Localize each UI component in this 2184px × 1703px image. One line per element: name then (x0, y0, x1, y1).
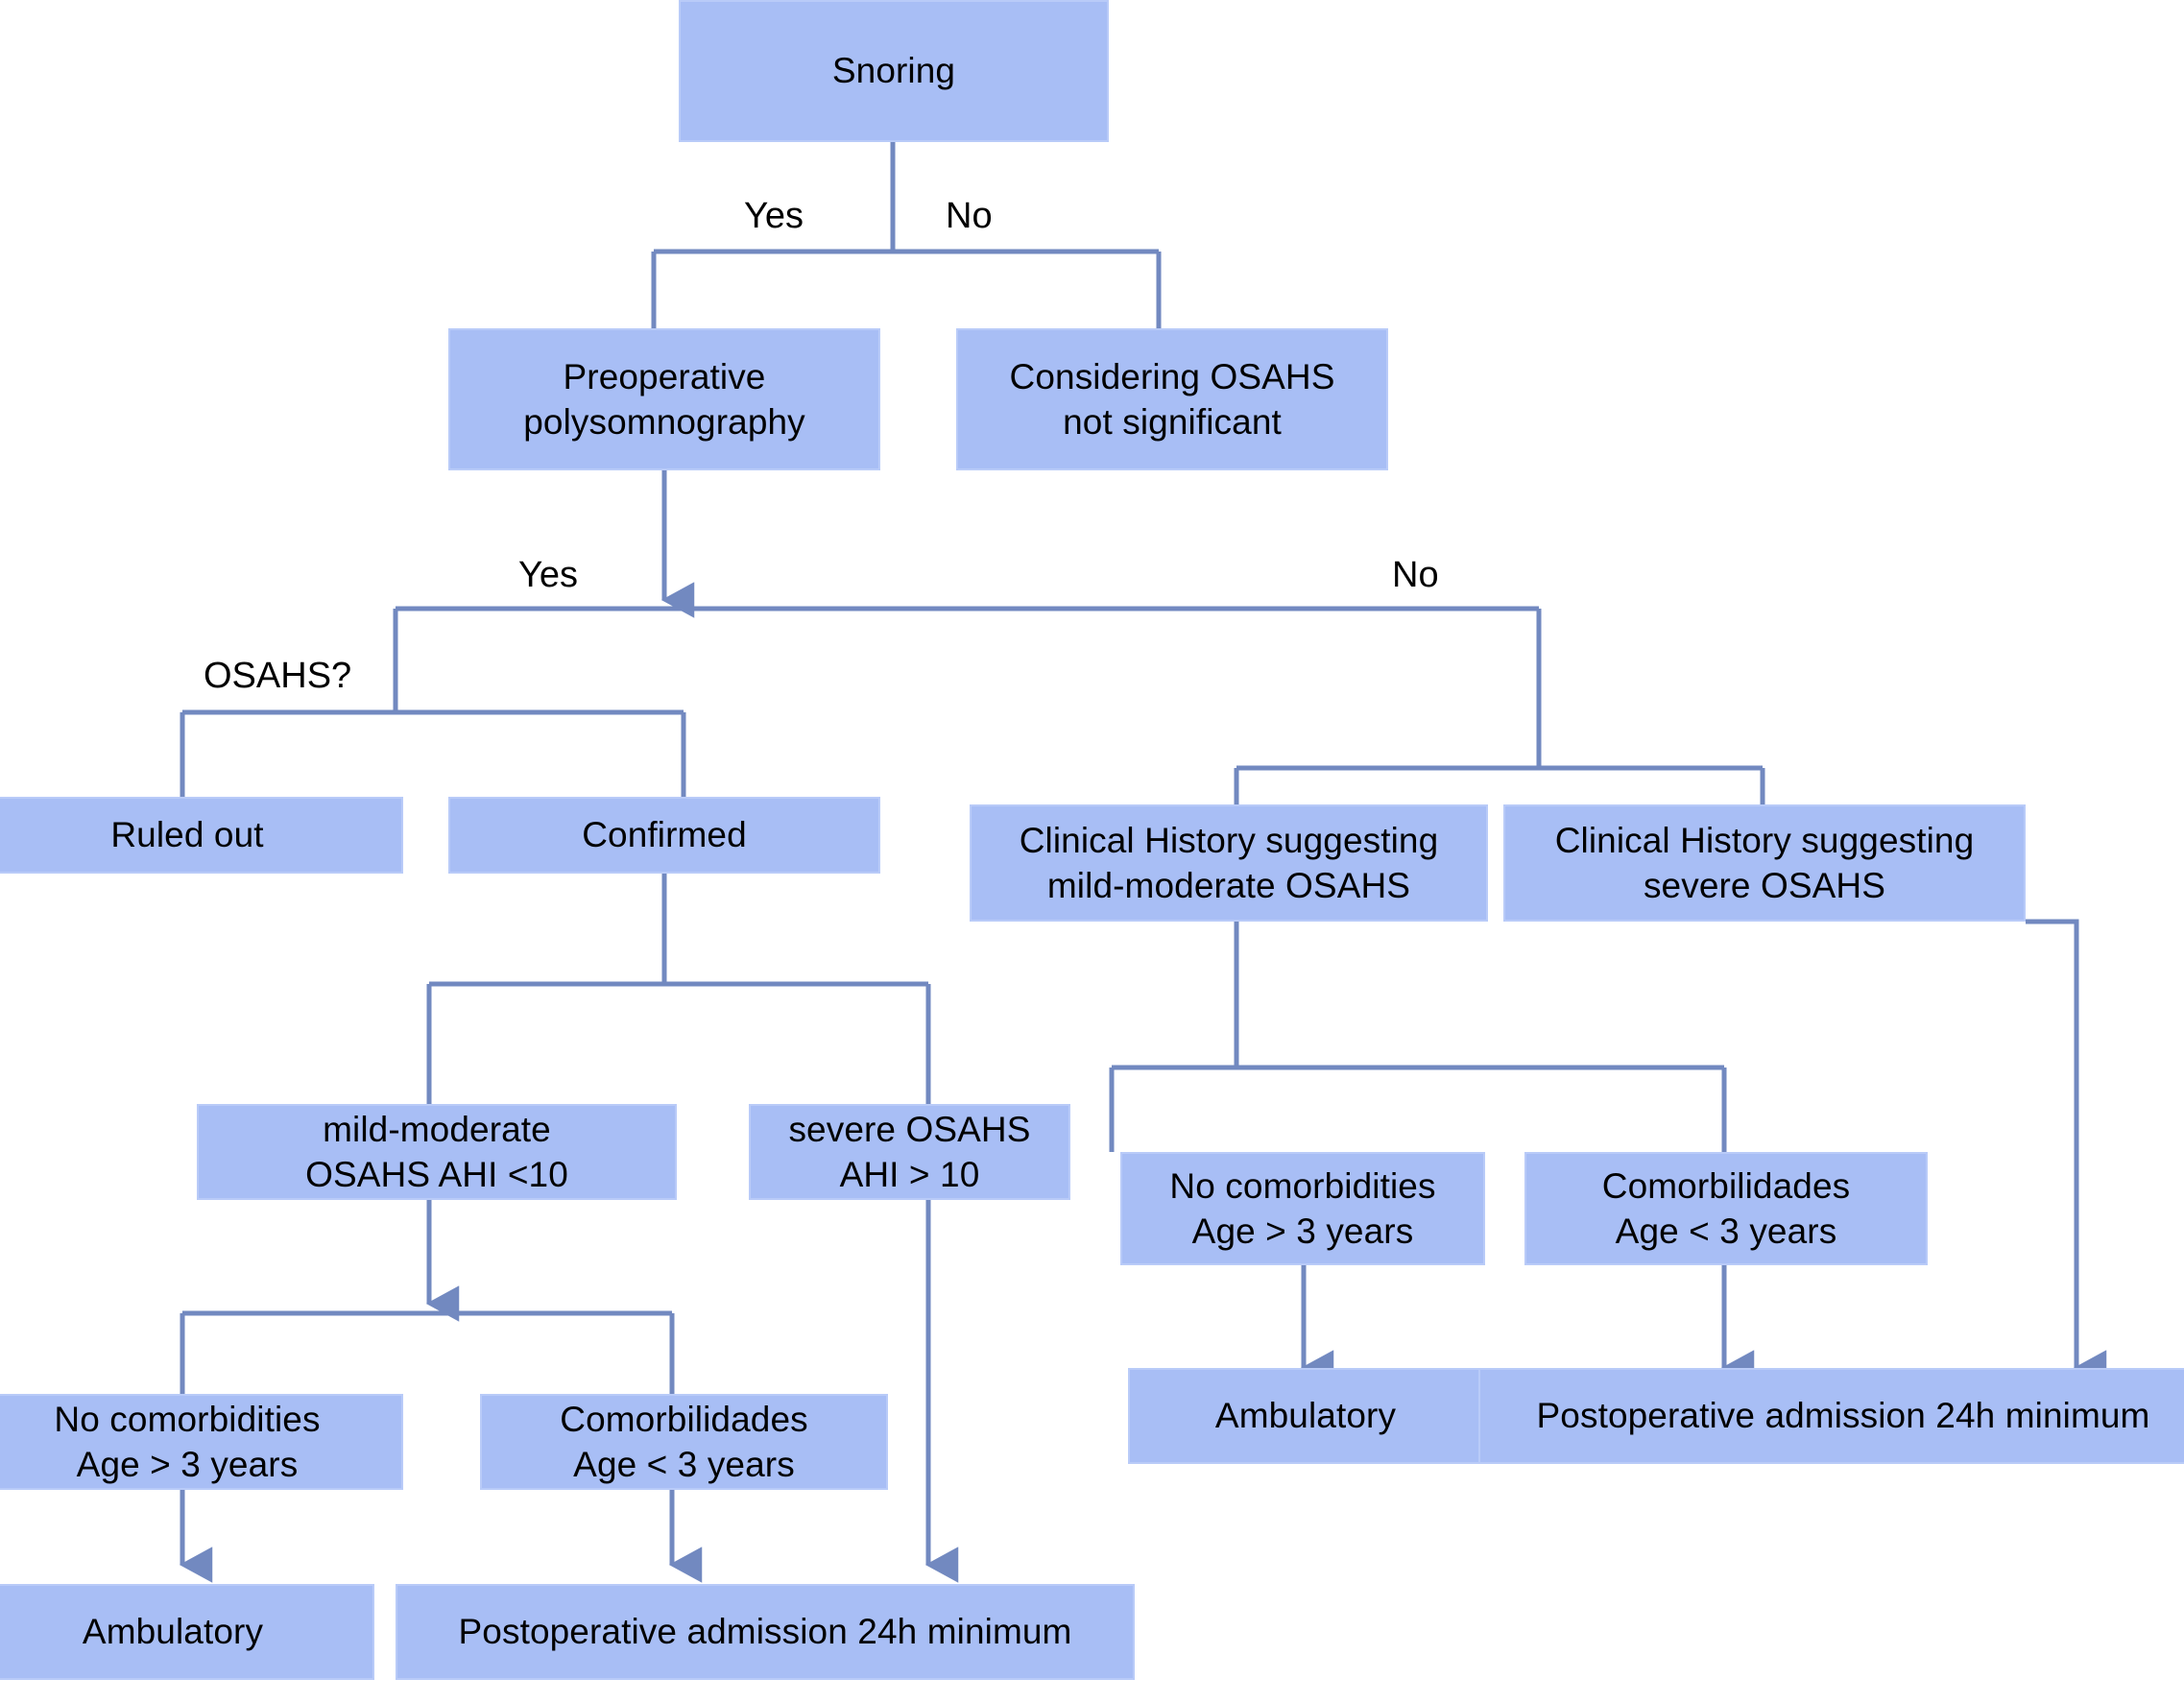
node-snoring[interactable]: Snoring (679, 0, 1109, 142)
node-no-comorbidities-left[interactable]: No comorbidities Age > 3 years (0, 1394, 403, 1490)
node-postoperative-left[interactable]: Postoperative admission 24h minimum (396, 1584, 1135, 1680)
node-preoperative-polysomnography-label: Preoperative polysomnography (523, 356, 805, 442)
node-clinical-history-mild-moderate-label: Clinical History suggesting mild-moderat… (1019, 820, 1439, 905)
node-ruled-out-label: Ruled out (110, 815, 264, 855)
node-mild-moderate-ahi[interactable]: mild-moderate OSAHS AHI <10 (197, 1104, 677, 1200)
node-comorbilidades-right-label: Comorbilidades Age < 3 years (1601, 1165, 1851, 1251)
node-no-comorbidities-right[interactable]: No comorbidities Age > 3 years (1120, 1152, 1485, 1265)
edge-label-psg-no: No (1392, 555, 1439, 595)
node-considering-osahs-not-significant[interactable]: Considering OSAHS not significant (956, 328, 1388, 470)
node-ambulatory-left[interactable]: Ambulatory (0, 1584, 374, 1680)
node-clinical-history-severe-label: Clinical History suggesting severe OSAHS (1554, 820, 1975, 905)
node-postoperative-left-label: Postoperative admission 24h minimum (458, 1612, 1072, 1652)
node-clinical-history-mild-moderate[interactable]: Clinical History suggesting mild-moderat… (970, 804, 1488, 922)
node-severe-ahi-label: severe OSAHS AHI > 10 (788, 1109, 1031, 1194)
node-ambulatory-right[interactable]: Ambulatory (1128, 1368, 1483, 1464)
node-preoperative-polysomnography[interactable]: Preoperative polysomnography (448, 328, 880, 470)
node-postoperative-right-label: Postoperative admission 24h minimum (1536, 1396, 2150, 1436)
node-comorbilidades-left[interactable]: Comorbilidades Age < 3 years (480, 1394, 888, 1490)
node-no-comorbidities-right-label: No comorbidities Age > 3 years (1169, 1165, 1436, 1251)
edge-label-snoring-no: No (946, 196, 993, 236)
node-ambulatory-left-label: Ambulatory (82, 1612, 264, 1652)
edge-ch-severe-to-postop (2026, 919, 2107, 1386)
edge-label-psg-yes: Yes (518, 555, 578, 595)
node-ruled-out[interactable]: Ruled out (0, 797, 403, 874)
node-confirmed-label: Confirmed (582, 815, 747, 855)
node-clinical-history-severe[interactable]: Clinical History suggesting severe OSAHS (1503, 804, 2026, 922)
node-no-comorbidities-left-label: No comorbidities Age > 3 years (54, 1399, 321, 1484)
node-considering-osahs-not-significant-label: Considering OSAHS not significant (1009, 356, 1335, 442)
edge-label-snoring-yes: Yes (744, 196, 804, 236)
node-confirmed[interactable]: Confirmed (448, 797, 880, 874)
node-snoring-label: Snoring (831, 51, 956, 91)
edge-label-osahs-question: OSAHS? (204, 656, 352, 696)
node-ambulatory-right-label: Ambulatory (1214, 1396, 1397, 1436)
node-severe-ahi[interactable]: severe OSAHS AHI > 10 (749, 1104, 1070, 1200)
node-comorbilidades-right[interactable]: Comorbilidades Age < 3 years (1524, 1152, 1928, 1265)
node-mild-moderate-ahi-label: mild-moderate OSAHS AHI <10 (305, 1109, 568, 1194)
node-comorbilidades-left-label: Comorbilidades Age < 3 years (560, 1399, 808, 1484)
node-postoperative-right[interactable]: Postoperative admission 24h minimum (1478, 1368, 2184, 1464)
